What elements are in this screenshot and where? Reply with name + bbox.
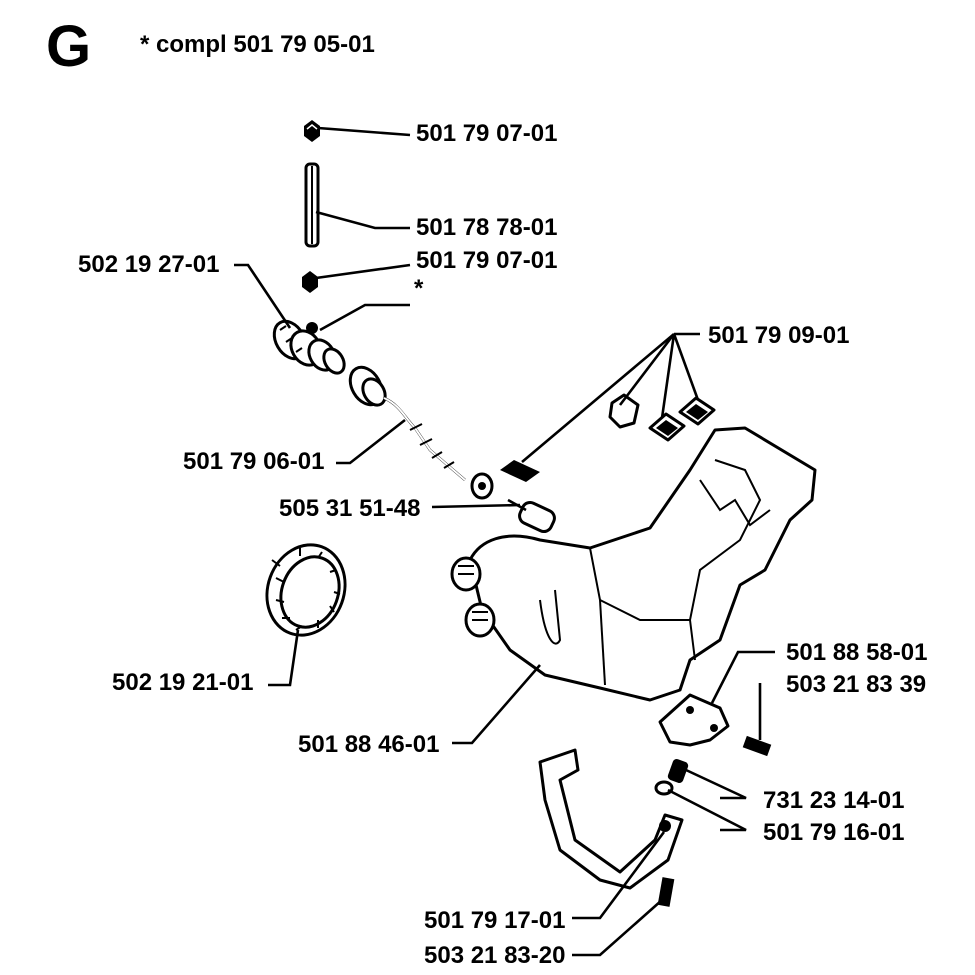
label-501-79-07-01-top: 501 79 07-01	[416, 120, 557, 147]
label-502-19-27-01: 502 19 27-01	[78, 251, 219, 278]
label-505-31-51-48: 505 31 51-48	[279, 495, 420, 522]
grommets-part	[500, 393, 716, 482]
strap-part	[538, 748, 684, 890]
nut-lower-part	[302, 271, 318, 293]
label-501-79-17-01: 501 79 17-01	[424, 907, 565, 934]
bracket-part	[658, 693, 730, 747]
fuel-hose-part	[348, 365, 466, 481]
label-501-79-07-01-lower: 501 79 07-01	[416, 247, 557, 274]
rod-part	[304, 162, 320, 248]
leader-lines	[234, 126, 775, 957]
label-501-79-16-01: 501 79 16-01	[763, 819, 904, 846]
label-501-88-46-01: 501 88 46-01	[298, 731, 439, 758]
label-731-23-14-01: 731 23 14-01	[763, 787, 904, 814]
cap-ring-part	[265, 543, 347, 637]
label-503-21-83-20: 503 21 83-20	[424, 942, 565, 969]
screw-part-a	[742, 735, 772, 757]
fuel-tank-part	[450, 426, 817, 702]
fuel-cap-part	[272, 319, 346, 375]
label-503-21-83-39: 503 21 83 39	[786, 671, 926, 698]
label-501-79-09-01: 501 79 09-01	[708, 322, 849, 349]
section-letter: G	[46, 14, 91, 79]
assembly-note: * compl 501 79 05-01	[140, 31, 375, 58]
screw-part-b	[657, 877, 675, 907]
label-501-88-58-01: 501 88 58-01	[786, 639, 927, 666]
label-star: *	[414, 275, 424, 302]
label-501-79-06-01: 501 79 06-01	[183, 448, 324, 475]
fuel-filter-part	[470, 472, 556, 534]
nut-top-part	[304, 120, 320, 142]
label-502-19-21-01: 502 19 21-01	[112, 669, 253, 696]
label-501-78-78-01: 501 78 78-01	[416, 214, 557, 241]
spacer-part	[654, 759, 689, 796]
